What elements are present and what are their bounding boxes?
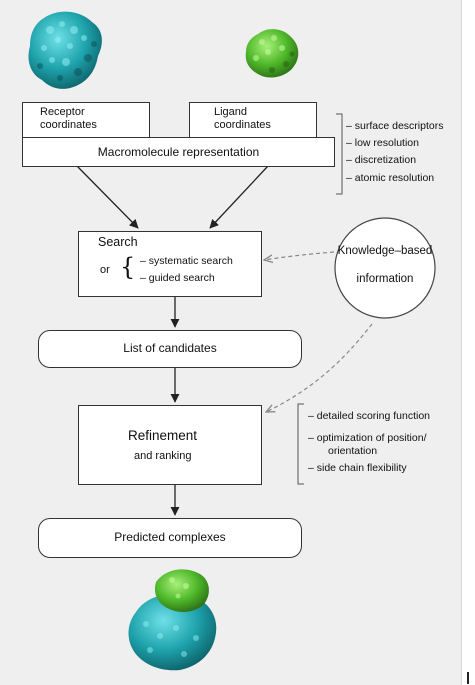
- receptor-label-line2: coordinates: [40, 119, 97, 131]
- refinement-box: [78, 405, 262, 485]
- search-title: Search: [98, 235, 138, 249]
- refinement-option: – detailed scoring function: [308, 410, 430, 422]
- representation-option: – atomic resolution: [346, 172, 435, 184]
- representation-option: – surface descriptors: [346, 120, 444, 132]
- representation-option: – discretization: [346, 154, 417, 166]
- receptor-molecule: [28, 11, 102, 89]
- search-box: [78, 231, 262, 297]
- refinement-title: Refinement: [128, 428, 198, 443]
- edge-mark: [467, 672, 469, 684]
- complex-molecule: [128, 569, 217, 671]
- output-box: [38, 518, 302, 558]
- search-brace: {: [120, 253, 136, 281]
- ligand-label: Ligand: [214, 106, 248, 118]
- refinement-bracket: [297, 403, 304, 485]
- candidates-box: [38, 330, 302, 368]
- refinement-option: – optimization of position/: [308, 432, 427, 444]
- candidates-label: List of candidates: [123, 341, 217, 355]
- search-method: – guided search: [140, 272, 215, 284]
- receptor-label: Receptor: [40, 106, 85, 118]
- arrow-left-to-search: [76, 165, 139, 229]
- macromolecule-representation-box: [22, 137, 335, 167]
- refinement-option-continued: orientation: [328, 445, 378, 457]
- dashed-arrow-to-refinement: [266, 323, 373, 412]
- refinement-option: – side chain flexibility: [308, 462, 407, 474]
- knowledge-circle: [334, 217, 436, 319]
- search-method: – systematic search: [140, 255, 233, 267]
- representation-label: Macromolecule representation: [97, 145, 260, 159]
- knowledge-label-line2: information: [356, 273, 414, 285]
- refinement-subtitle: and ranking: [134, 450, 192, 462]
- ligand-coordinates-box: [189, 102, 317, 138]
- arrow-right-to-search: [209, 165, 269, 229]
- ligand-molecule: [245, 29, 299, 78]
- ligand-label-line2: coordinates: [214, 119, 271, 131]
- or-label: or: [100, 264, 110, 276]
- dashed-arrow-to-search: [264, 251, 335, 260]
- representation-option: – low resolution: [346, 137, 419, 149]
- knowledge-label-line1: Knowledge–based: [337, 245, 433, 257]
- receptor-coordinates-box: [22, 102, 150, 138]
- output-label: Predicted complexes: [114, 530, 226, 544]
- representation-bracket: [336, 113, 343, 195]
